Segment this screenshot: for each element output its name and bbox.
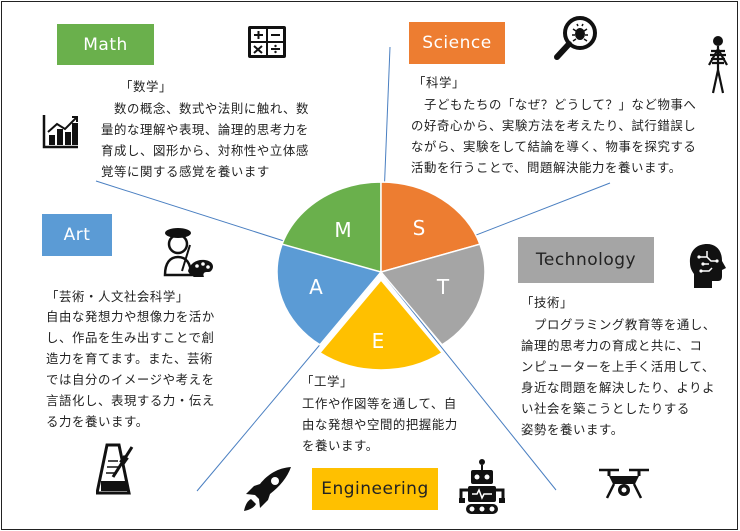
science-description: 子どもたちの「なぜ？どうして？」など物事へ の好奇心から、実験方法を考えたり、試… bbox=[411, 97, 697, 175]
metronome-icon bbox=[96, 443, 134, 495]
skeleton-icon bbox=[708, 36, 728, 94]
engineering-heading: 「工学」 bbox=[301, 374, 353, 389]
math-badge: Math bbox=[57, 24, 154, 65]
pie-letter-t: T bbox=[436, 275, 450, 299]
drone-icon bbox=[599, 468, 649, 499]
pie-slice-engineering bbox=[318, 278, 444, 371]
divider-line-technology-engineering bbox=[380, 271, 557, 491]
art-description: 自由な発想力や想像力を活か し、作品を生み出すことで創 造力を育てます。また、芸… bbox=[46, 309, 215, 429]
ai-head-icon bbox=[689, 244, 726, 288]
rocket-icon bbox=[244, 467, 291, 511]
engineering-badge: Engineering bbox=[312, 468, 438, 510]
pie-letter-e: E bbox=[372, 329, 385, 353]
pie-slice-art bbox=[276, 243, 383, 346]
art-heading: 「芸術・人文社会科学」 bbox=[46, 289, 189, 304]
pie-slice-science bbox=[380, 181, 481, 273]
science-heading: 「科学」 bbox=[413, 75, 465, 90]
pie-letter-a: A bbox=[309, 275, 323, 299]
pie-slice-technology bbox=[379, 243, 486, 346]
magnifier-bug-icon bbox=[554, 16, 597, 60]
technology-heading: 「技術」 bbox=[521, 295, 573, 310]
engineering-description: 工作や作図等を通して、自 由な発想や空間的把握能力 を養います。 bbox=[302, 396, 458, 453]
robot-icon bbox=[459, 459, 505, 514]
technology-badge: Technology bbox=[518, 237, 654, 283]
pie-letter-m: M bbox=[334, 218, 351, 242]
artist-icon bbox=[163, 228, 213, 277]
bar-chart-icon bbox=[42, 115, 78, 149]
pie-letter-s: S bbox=[413, 216, 426, 240]
math-description: 数の概念、数式や法則に触れ、数 量的な理解や表現、論理的思考力を 育成し、図形か… bbox=[101, 101, 309, 179]
science-badge: Science bbox=[409, 22, 505, 64]
math-heading: 「数学」 bbox=[120, 79, 172, 94]
technology-description: プログラミング教育等を通し、 論理的思考力の育成と共に、コ ンピューターを上手く… bbox=[521, 317, 716, 437]
stem-pie: M S T E A bbox=[276, 181, 486, 371]
art-badge: Art bbox=[42, 214, 112, 256]
calculator-icon bbox=[248, 26, 286, 58]
